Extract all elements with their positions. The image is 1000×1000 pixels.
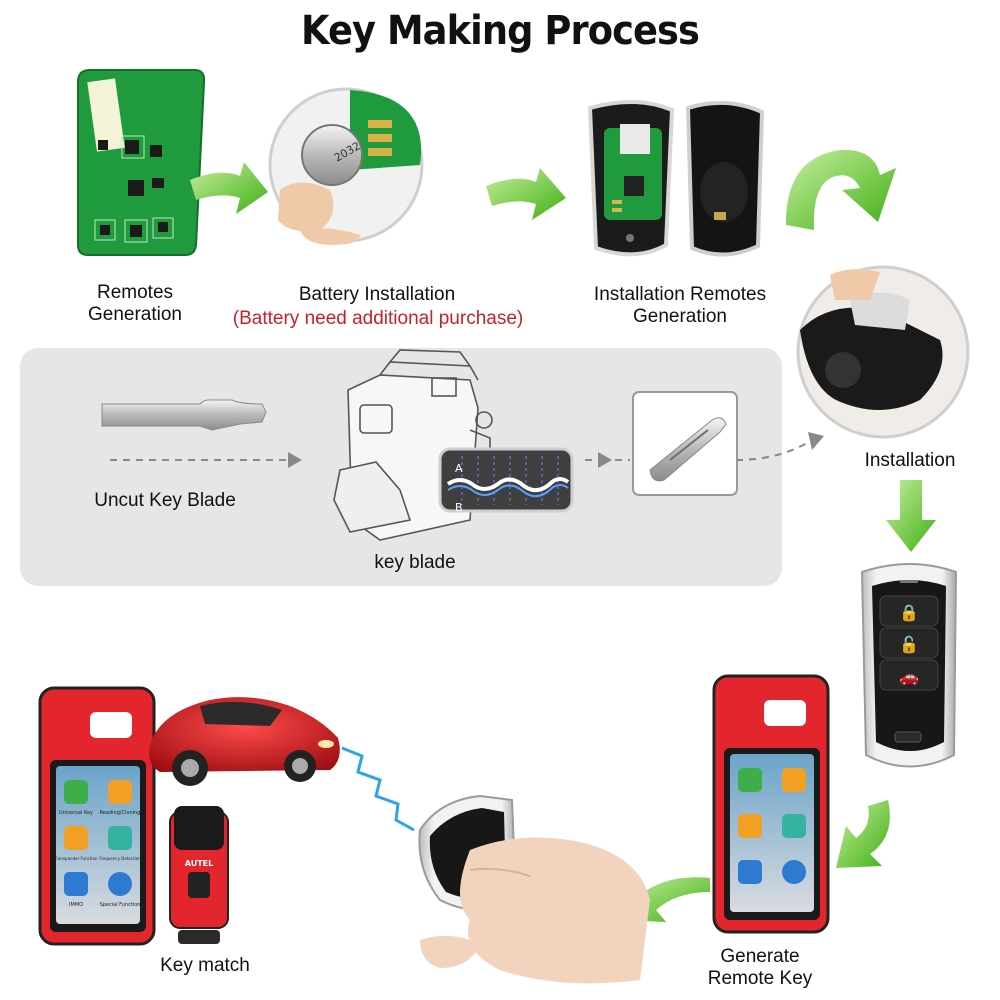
marker-a: A	[455, 462, 463, 475]
uncut-blade-image	[101, 399, 267, 431]
programmer-device-left	[38, 686, 156, 946]
label-key-match: Key match	[160, 955, 250, 976]
lock-icon: 🔒	[899, 603, 919, 622]
app-label-frequency: Frequency Detection	[99, 856, 141, 861]
cut-key-image	[632, 391, 738, 496]
signal-zigzag-icon	[341, 746, 415, 832]
label-key-blade: key blade	[374, 552, 456, 573]
arrow-down-2	[836, 800, 890, 868]
page-title: Key Making Process	[301, 8, 700, 54]
programmer-device-right	[712, 674, 830, 934]
app-label-special: Special Function	[100, 902, 141, 908]
label-uncut-key-blade: Uncut Key Blade	[94, 490, 236, 511]
arrow-down-1	[886, 480, 936, 552]
flow-arrowhead-1	[288, 452, 302, 468]
unlock-icon: 🔓	[899, 635, 919, 654]
flow-arrowhead-2	[598, 452, 612, 468]
obd-brand: AUTEL	[185, 859, 213, 868]
pcb-board	[77, 69, 206, 256]
obd-dongle	[169, 806, 229, 944]
label-generate-remote-key: Generate Remote Key	[707, 946, 813, 989]
installation-image	[796, 265, 970, 439]
label-remotes-generation: Remotes Generation	[87, 282, 182, 325]
flow-arrowhead-3	[808, 432, 824, 450]
battery-installation-image	[268, 87, 424, 245]
label-battery-installation: Battery Installation	[298, 284, 456, 305]
label-installation: Installation	[864, 450, 956, 471]
red-car	[149, 697, 340, 786]
finished-smart-key	[860, 563, 958, 768]
hand-with-key	[418, 794, 650, 984]
marker-b: B	[455, 501, 463, 514]
app-label-reading-cloning: Reading/Cloning	[100, 810, 141, 816]
arrow-2	[486, 168, 566, 220]
arrow-1	[190, 162, 268, 214]
app-label-transponder: Transponder Function	[53, 856, 97, 861]
label-battery-note: (Battery need additional purchase)	[232, 308, 524, 329]
arrow-curve-right	[785, 149, 896, 230]
app-label-immo: IMMO	[69, 902, 83, 908]
remote-housing-open	[587, 100, 765, 257]
trunk-icon: 🚗	[899, 667, 919, 686]
app-label-universal-key: Universal Key	[59, 810, 93, 816]
cut-profile-inset	[438, 447, 574, 513]
label-installation-remotes-generation: Installation Remotes Generation	[593, 284, 767, 327]
